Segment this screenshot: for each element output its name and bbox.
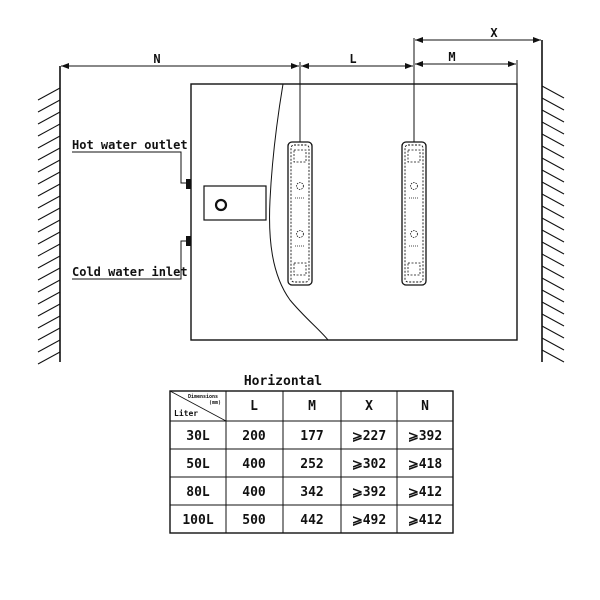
cutaway-line	[269, 83, 329, 341]
cell-l: 500	[242, 513, 266, 528]
table-title: Horizontal	[244, 374, 322, 389]
dimension-label-l: L	[349, 52, 356, 66]
dimension-label-x: X	[490, 26, 498, 40]
cell-x: ⩾227	[352, 429, 386, 444]
cell-x: ⩾492	[352, 513, 386, 528]
row-liter: 50L	[186, 457, 210, 472]
cell-m: 177	[300, 429, 323, 444]
column-header-l: L	[250, 399, 258, 414]
left-wall	[37, 66, 61, 365]
corner-header-dimensions: Dimensions	[188, 394, 218, 400]
column-header-m: M	[308, 399, 316, 414]
cell-x: ⩾392	[352, 485, 386, 500]
table-row: 80L 400 342 ⩾392 ⩾412	[186, 485, 442, 500]
hot-water-outlet-label: Hot water outlet	[72, 138, 188, 152]
table-row: 50L 400 252 ⩾302 ⩾418	[186, 457, 442, 472]
row-liter: 80L	[186, 485, 210, 500]
cell-m: 442	[300, 513, 323, 528]
cell-m: 342	[300, 485, 323, 500]
table-row: 100L 500 442 ⩾492 ⩾412	[182, 513, 442, 528]
cell-n: ⩾418	[408, 457, 443, 472]
cell-l: 400	[242, 457, 266, 472]
cell-l: 200	[242, 429, 266, 444]
row-liter: 30L	[186, 429, 210, 444]
column-header-x: X	[365, 399, 373, 414]
cell-l: 400	[242, 485, 266, 500]
mounting-bracket-right	[401, 141, 427, 286]
cell-x: ⩾302	[352, 457, 386, 472]
row-liter: 100L	[182, 513, 213, 528]
cell-n: ⩾412	[408, 513, 442, 528]
corner-header-unit: (mm)	[209, 400, 221, 406]
right-wall	[541, 40, 565, 363]
cell-n: ⩾392	[408, 429, 442, 444]
dimension-label-m: M	[448, 50, 455, 64]
cold-water-inlet-pipe	[186, 236, 191, 246]
hot-water-leader-line	[72, 151, 186, 184]
indicator-knob-icon	[214, 198, 228, 212]
corner-header-diagonal	[169, 390, 227, 422]
corner-header-liter: Liter	[174, 408, 198, 418]
dimension-label-n: N	[153, 52, 160, 66]
cell-m: 252	[300, 457, 323, 472]
cell-n: ⩾412	[408, 485, 442, 500]
column-header-n: N	[421, 399, 429, 414]
mounting-bracket-left	[287, 141, 313, 286]
cold-water-leader-line	[72, 240, 186, 280]
table-row: 30L 200 177 ⩾227 ⩾392	[186, 429, 442, 444]
control-panel	[203, 185, 267, 221]
hot-water-outlet-pipe	[186, 179, 191, 189]
dimensions-table: Dimensions (mm) Liter L M X N 30L 200 17…	[169, 390, 454, 534]
cold-water-inlet-label: Cold water inlet	[72, 265, 188, 279]
